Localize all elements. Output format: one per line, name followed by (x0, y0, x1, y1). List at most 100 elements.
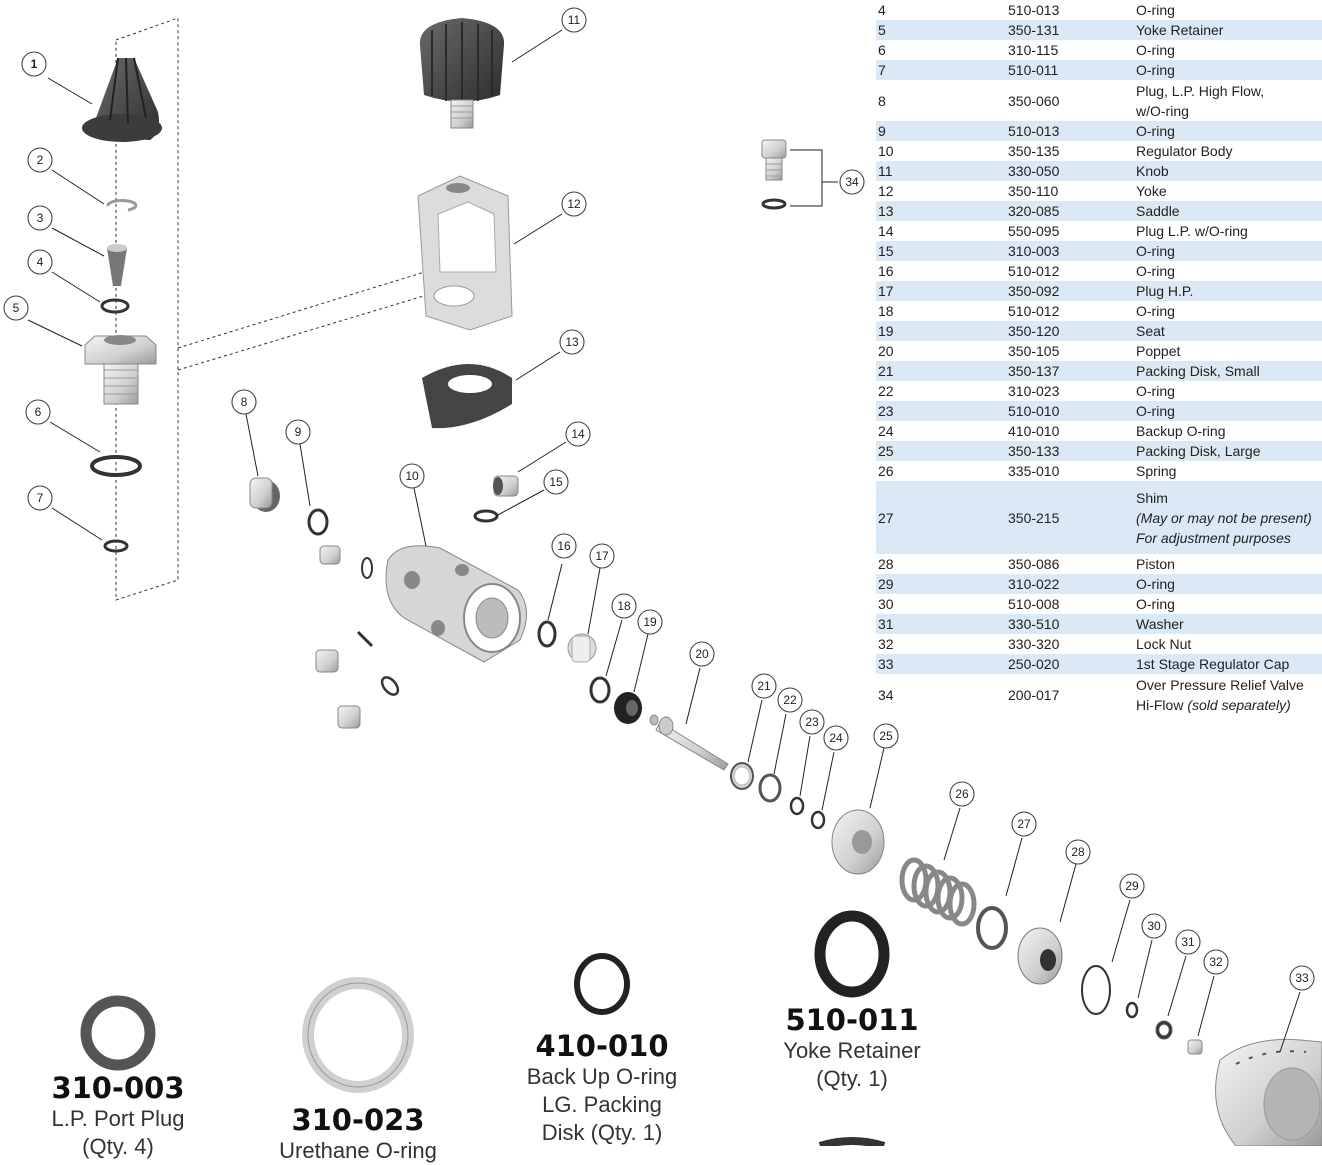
svg-text:34: 34 (845, 175, 859, 189)
part-24-backup-oring (810, 810, 826, 830)
part-14-plug-lp (493, 475, 519, 497)
desc-line: Plug, L.P. High Flow, (1136, 82, 1265, 99)
part-card-510-011: 510-011 Yoke Retainer (Qty. 1) (744, 1004, 960, 1093)
svg-text:33: 33 (1295, 971, 1309, 985)
callout-29: 29 (1119, 873, 1145, 899)
part-30-oring (1125, 1001, 1139, 1019)
card-part-number: 410-010 (535, 1029, 669, 1063)
svg-text:6: 6 (35, 405, 42, 419)
card-partial-image (818, 1137, 886, 1146)
desc-line: Shim (1136, 489, 1168, 506)
desc-line: w/O-ring (1136, 102, 1189, 119)
part-26-spring (899, 857, 977, 927)
card-description: (Qty. 1) (816, 1066, 888, 1091)
dashed-guide (177, 257, 471, 349)
callout-14: 14 (565, 421, 591, 447)
desc-line: Hi-Flow (1136, 696, 1184, 713)
part-card-310-023: 310-023 Urethane O-ring (258, 1104, 458, 1165)
callout-33: 33 (1289, 965, 1315, 991)
callout-27: 27 (1011, 811, 1037, 837)
callout-2: 2 (27, 147, 53, 173)
callout-15: 15 (543, 469, 569, 495)
part-9-oring (307, 508, 329, 536)
svg-text:26: 26 (955, 787, 969, 801)
svg-text:15: 15 (549, 475, 563, 489)
callout-26: 26 (949, 781, 975, 807)
callout-11: 11 (561, 7, 587, 33)
svg-text:14: 14 (571, 427, 585, 441)
callout-13: 13 (559, 329, 585, 355)
part-20-poppet (649, 714, 729, 771)
card-part-number: 310-023 (291, 1103, 425, 1137)
part-1-cap (82, 57, 162, 142)
card-description: LG. Packing (542, 1092, 662, 1117)
svg-text:31: 31 (1181, 935, 1195, 949)
card-oring-510-011-image (814, 910, 890, 998)
part-13-saddle (422, 364, 512, 429)
svg-text:18: 18 (617, 599, 631, 613)
part-25-packing-disk-large (831, 809, 885, 875)
callout-9: 9 (285, 419, 311, 445)
svg-text:21: 21 (757, 679, 771, 693)
callout-25: 25 (873, 723, 899, 749)
svg-text:12: 12 (567, 197, 581, 211)
callout-5: 5 (3, 295, 29, 321)
callout-16: 16 (551, 533, 577, 559)
part-33-regulator-cap (1215, 1038, 1322, 1146)
part-2-snap-ring (106, 199, 138, 212)
card-description: L.P. Port Plug (51, 1106, 185, 1131)
ghost-port-plugs (315, 545, 400, 729)
part-31-washer (1155, 1020, 1173, 1040)
part-18-oring (589, 676, 611, 704)
callout-34: 34 (839, 169, 865, 195)
callout-3: 3 (27, 205, 53, 231)
callout-10: 10 (399, 463, 425, 489)
svg-text:23: 23 (805, 715, 819, 729)
card-description: Urethane O-ring (279, 1138, 437, 1163)
part-12-yoke (417, 175, 513, 331)
callout-28: 28 (1065, 839, 1091, 865)
part-34-relief-valve (761, 139, 787, 210)
svg-text:32: 32 (1209, 955, 1223, 969)
svg-text:24: 24 (829, 731, 843, 745)
card-description: Yoke Retainer (783, 1038, 921, 1063)
card-description: (Qty. 4) (82, 1134, 154, 1159)
svg-text:27: 27 (1017, 817, 1031, 831)
part-5-yoke-retainer (84, 335, 157, 405)
callout-1: 1 (21, 51, 47, 77)
callout-4: 4 (27, 249, 53, 275)
callout-22: 22 (777, 687, 803, 713)
callout-17: 17 (589, 543, 615, 569)
callout-8: 8 (231, 389, 257, 415)
svg-text:5: 5 (13, 301, 20, 315)
svg-text:2: 2 (37, 153, 44, 167)
part-32-lock-nut (1187, 1039, 1203, 1055)
part-7-oring (103, 539, 129, 553)
svg-text:7: 7 (37, 491, 44, 505)
part-15-oring (473, 509, 499, 523)
svg-text:30: 30 (1147, 919, 1161, 933)
callout-leaders (27, 29, 1301, 1053)
part-card-310-003: 310-003 L.P. Port Plug (Qty. 4) (18, 1072, 218, 1161)
part-23-oring (789, 796, 805, 816)
dashed-frame (115, 17, 179, 601)
